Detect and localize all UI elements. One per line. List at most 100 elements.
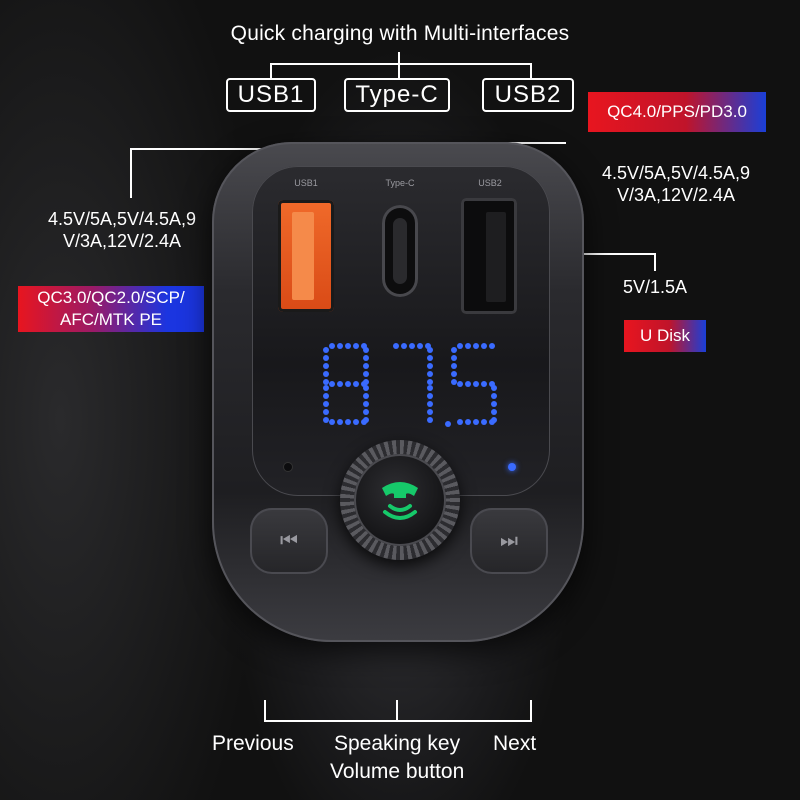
display-dot [427,363,433,369]
display-dot [427,401,433,407]
usb1-label-box: USB1 [226,78,316,112]
display-dot [353,419,359,425]
display-dot [451,379,457,385]
usb2-label-box: USB2 [482,78,574,112]
speaking-key-label: Speaking key [334,732,461,755]
usb1-port-tongue [292,212,314,300]
display-dot [427,379,433,385]
display-dot [345,419,351,425]
display-dot [329,381,335,387]
usb2-output-spec: 5V/1.5A [622,277,688,297]
display-dot [457,419,463,425]
usb2-function-badge: U Disk [624,320,706,352]
display-dot [489,343,495,349]
usb1-protocol-badge: QC3.0/QC2.0/SCP/ AFC/MTK PE [18,286,204,332]
display-dot [427,385,433,391]
display-dot [361,381,367,387]
volume-button-label: Volume button [330,760,465,783]
mic-hole [284,463,292,471]
display-dot [409,343,415,349]
display-dot [353,381,359,387]
display-dot [323,379,329,385]
display-dot [473,419,479,425]
previous-label: Previous [212,732,294,755]
feature-title: Quick charging with Multi-interfaces [230,22,570,45]
display-dot [465,343,471,349]
display-dot [427,371,433,377]
display-dot [473,381,479,387]
display-dot [353,343,359,349]
display-dot [393,343,399,349]
display-dot [363,363,369,369]
display-dot [457,343,463,349]
previous-button[interactable]: ⏮ [250,508,328,574]
display-dot [363,355,369,361]
display-dot [337,419,343,425]
display-dot [465,419,471,425]
display-dot [417,343,423,349]
display-dot [323,417,329,423]
usb2-port-tongue [486,212,506,302]
speaking-key-button[interactable] [354,454,446,546]
typec-label-box: Type-C [344,78,450,112]
display-dot [481,419,487,425]
display-dot [457,381,463,387]
display-dot [363,409,369,415]
display-dot [491,385,497,391]
typec-protocol-badge: QC4.0/PPS/PD3.0 [588,92,766,132]
display-digit-0 [323,343,369,425]
skip-next-icon: ⏭ [500,530,518,552]
display-dot [451,371,457,377]
display-dot [323,385,329,391]
display-dot [323,347,329,353]
display-dot [489,419,495,425]
usb1-port-label: USB1 [294,178,318,188]
usb2-port-label: USB2 [478,178,502,188]
display-dot [427,393,433,399]
display-dot [329,419,335,425]
display-dot [363,347,369,353]
display-dot [363,401,369,407]
typec-port-tongue [393,218,407,284]
display-dot [323,363,329,369]
display-dot [473,343,479,349]
display-dot [329,343,335,349]
display-dot [323,355,329,361]
display-dot [481,343,487,349]
display-dot [345,381,351,387]
usb1-output-spec: 4.5V/5A,5V/4.5A,9 V/3A,12V/2.4A [47,209,197,251]
display-dot [491,409,497,415]
display-dot [481,381,487,387]
typec-output-spec: 4.5V/5A,5V/4.5A,9 V/3A,12V/2.4A [601,163,751,205]
display-dot [337,343,343,349]
display-dot [491,401,497,407]
next-button[interactable]: ⏭ [470,508,548,574]
display-dot [427,417,433,423]
display-dot [451,363,457,369]
display-dot [491,393,497,399]
display-digit-1 [393,343,433,423]
display-dot [451,347,457,353]
display-dot [323,393,329,399]
display-dot [363,393,369,399]
next-label: Next [493,732,537,755]
frequency-display [323,343,497,427]
display-dot [427,409,433,415]
display-dot [363,371,369,377]
display-digit-2 [451,343,497,425]
phone-call-icon [382,482,418,520]
display-dot [427,355,433,361]
display-dot [345,343,351,349]
display-decimal-point [445,421,451,427]
display-dot [323,409,329,415]
display-dot [323,401,329,407]
display-dot [361,419,367,425]
display-dot [451,355,457,361]
display-dot [401,343,407,349]
typec-port-label: Type-C [385,178,415,188]
display-dot [323,371,329,377]
skip-previous-icon: ⏮ [280,530,298,552]
display-dot [337,381,343,387]
display-dot [427,347,433,353]
display-dot [465,381,471,387]
